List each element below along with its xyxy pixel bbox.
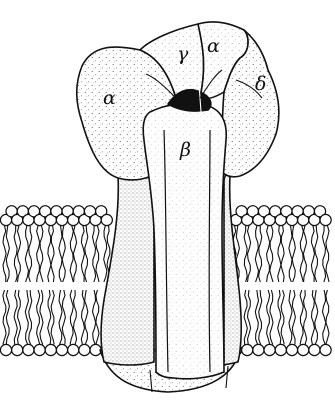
lipid-tail xyxy=(255,290,258,344)
lipid-tail xyxy=(51,290,54,344)
lipid-tail xyxy=(255,226,258,282)
lipid-tail xyxy=(96,226,99,282)
lipid-tail xyxy=(289,290,292,344)
lipid-head xyxy=(242,344,253,355)
lipid-tail xyxy=(270,226,273,282)
lipid-head xyxy=(68,344,79,355)
lipid-tail xyxy=(93,226,96,282)
lipid-tail xyxy=(281,226,284,282)
bilayer-right-half xyxy=(230,206,331,356)
lipid-head xyxy=(298,344,309,355)
lipid-tail xyxy=(40,226,43,282)
lipid-head xyxy=(253,344,264,355)
lipid-tail xyxy=(3,290,6,344)
lipid-head xyxy=(34,344,45,355)
lipid-tail xyxy=(244,290,247,344)
label-alpha-left: α xyxy=(103,87,116,109)
label-alpha-right: α xyxy=(207,35,220,57)
lipid-tail xyxy=(59,290,62,344)
lipid-tail xyxy=(104,226,107,282)
lipid-tail xyxy=(96,290,99,344)
lipid-tail xyxy=(326,290,329,344)
lipid-tail xyxy=(25,290,28,344)
lipid-tail xyxy=(303,226,306,282)
lipid-tail xyxy=(259,290,262,344)
lipid-head xyxy=(320,214,331,225)
lipid-tail xyxy=(37,290,40,344)
lipid-tail xyxy=(267,290,270,344)
lipid-tail xyxy=(315,290,318,344)
lipid-tail xyxy=(25,226,28,282)
lipid-tail xyxy=(292,226,295,282)
lipid-tail xyxy=(70,290,73,344)
lipid-tail xyxy=(289,226,292,282)
lipid-tail xyxy=(278,290,281,344)
lipid-head xyxy=(264,344,275,355)
lipid-tail xyxy=(311,226,314,282)
lipid-tail xyxy=(48,226,51,282)
lipid-tail xyxy=(3,226,6,282)
lipid-tail xyxy=(70,226,73,282)
lipid-tail xyxy=(281,290,284,344)
lipid-head xyxy=(79,344,90,355)
lipid-tail xyxy=(85,290,88,344)
lipid-head xyxy=(23,344,34,355)
lipid-tail xyxy=(93,290,96,344)
lipid-tail xyxy=(278,226,281,282)
label-delta: δ xyxy=(255,73,266,95)
label-beta: β xyxy=(179,139,191,161)
lipid-tail xyxy=(48,290,51,344)
label-gamma: γ xyxy=(177,43,189,65)
lipid-tail xyxy=(304,290,307,344)
lipid-head xyxy=(286,344,297,355)
lipid-tail xyxy=(300,290,303,344)
bilayer-left-half xyxy=(0,206,112,356)
lipid-tail xyxy=(18,226,21,282)
lipid-tail xyxy=(37,226,40,282)
lipid-head xyxy=(309,344,320,355)
lipid-tail xyxy=(292,290,295,344)
lipid-tail xyxy=(300,226,303,282)
lipid-tail xyxy=(244,226,247,282)
lipid-tail xyxy=(323,226,326,282)
lipid-tail xyxy=(18,290,21,344)
lipid-tail xyxy=(62,290,65,344)
lipid-tail xyxy=(40,290,43,344)
lipid-tail xyxy=(6,226,9,282)
lipid-tail xyxy=(81,226,84,282)
lipid-tail xyxy=(73,226,76,282)
lipid-tail xyxy=(315,226,318,282)
lipid-tail xyxy=(62,226,65,282)
lipid-head xyxy=(0,344,11,355)
lipid-tail xyxy=(259,226,262,282)
lipid-head xyxy=(56,344,67,355)
lipid-head xyxy=(320,344,331,355)
lipid-tail xyxy=(323,290,326,344)
lipid-tail xyxy=(51,226,54,282)
lipid-tails-left xyxy=(3,226,110,345)
lipid-tail xyxy=(311,290,314,344)
lipid-tail xyxy=(81,290,84,344)
lipid-tail xyxy=(14,226,17,282)
lipid-tail xyxy=(85,226,88,282)
lipid-tail xyxy=(74,290,77,344)
lipid-head xyxy=(101,214,112,225)
lipid-tail xyxy=(270,290,273,344)
lipid-tail xyxy=(6,290,9,344)
lipid-tail xyxy=(14,290,17,344)
lipid-tail xyxy=(267,226,270,282)
lipid-tail xyxy=(248,226,251,282)
lipid-tails-right xyxy=(233,226,329,345)
lipid-tail xyxy=(248,290,251,344)
lipid-tail xyxy=(326,226,329,282)
lipid-head xyxy=(275,344,286,355)
lipid-tail xyxy=(59,226,62,282)
lipid-head xyxy=(45,344,56,355)
lipid-tail xyxy=(29,290,32,344)
lipid-head xyxy=(12,344,23,355)
lipid-tail xyxy=(29,226,32,282)
